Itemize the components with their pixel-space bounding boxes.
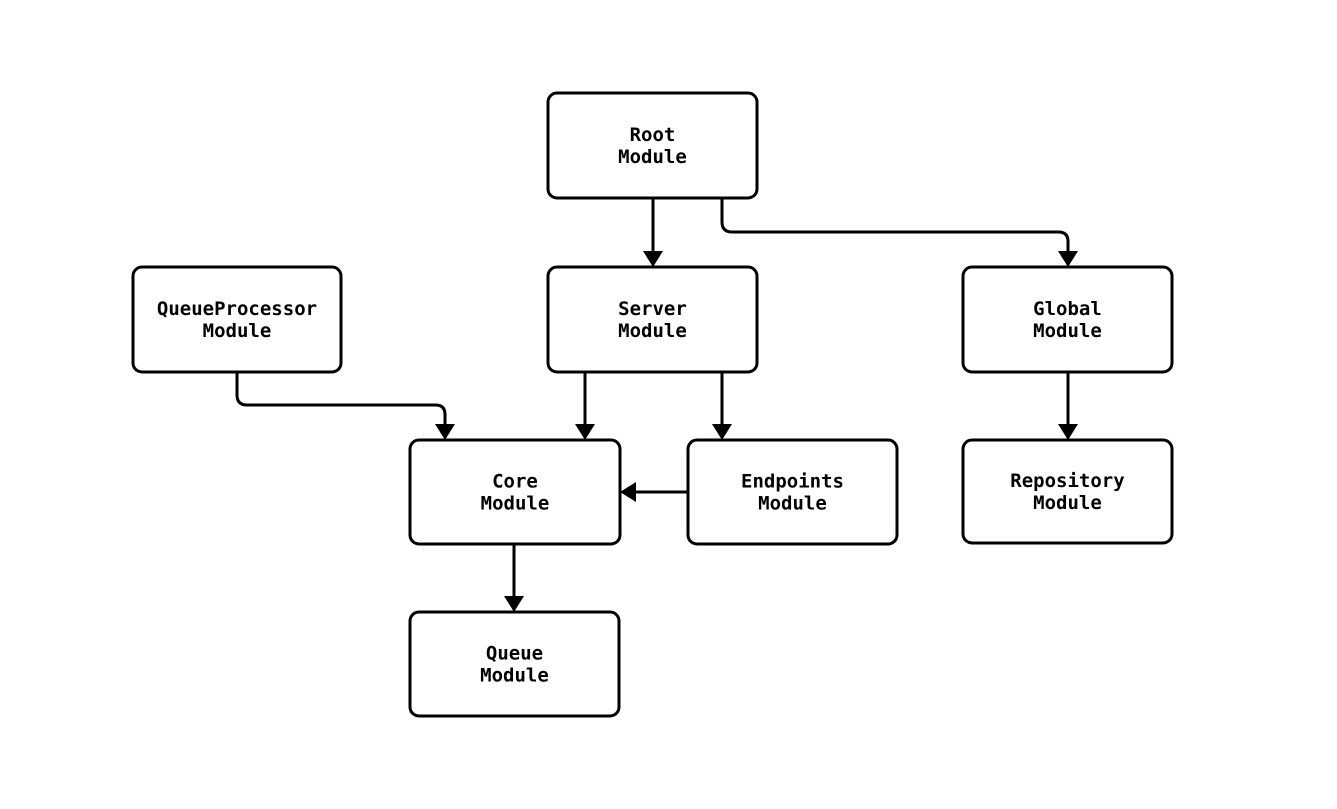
- edge-global-to-repository: [1058, 370, 1078, 440]
- edge-server-to-endpoints: [712, 370, 732, 440]
- arrowhead-icon: [643, 251, 663, 267]
- arrowhead-icon: [1058, 251, 1078, 267]
- edge-core-to-queue: [504, 542, 524, 612]
- edge-endpoints-to-core: [620, 482, 690, 502]
- edge-root-to-global: [720, 196, 1078, 267]
- arrowhead-icon: [504, 596, 524, 612]
- arrowhead-icon: [435, 424, 455, 440]
- edge-server-to-core: [575, 370, 595, 440]
- edge-root-to-server: [643, 196, 663, 267]
- arrowhead-icon: [712, 424, 732, 440]
- edge-queueprocessor-to-core: [235, 370, 455, 440]
- arrowhead-icon: [575, 424, 595, 440]
- arrowhead-icon: [1058, 424, 1078, 440]
- arrowhead-icon: [620, 482, 636, 502]
